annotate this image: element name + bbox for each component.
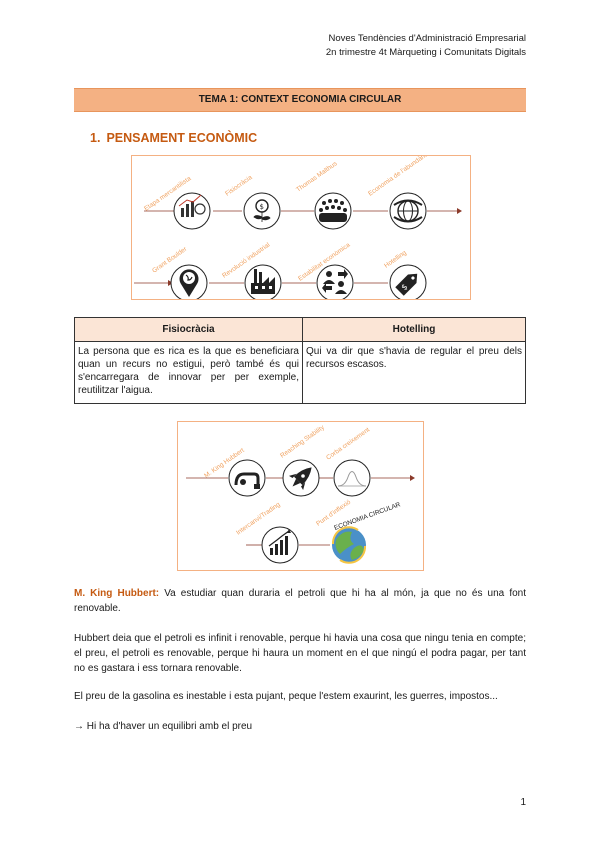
paragraph-fuel-price: El preu de la gasolina es inestable i es… (74, 691, 498, 702)
svg-text:$: $ (400, 282, 410, 292)
table-cell-fisiocracia: La persona que es rica es la que es bene… (74, 341, 303, 404)
economic-thought-diagram: Etapa mercantilista $ Fisiocràcia Thomas… (131, 155, 471, 300)
money-chart-icon (173, 192, 211, 230)
growth-chart-icon (261, 526, 299, 564)
plant-coin-icon: $ (243, 192, 281, 230)
label-fisiocracia: Fisiocràcia (224, 174, 254, 198)
header-line-1: Noves Tendències d'Administració Empresa… (328, 33, 526, 44)
hubbert-diagram: M. King Hubbert Reaching Stability Corba… (177, 421, 424, 571)
label-corba-creixement: Corba creixement (325, 426, 371, 461)
label-reaching-stability: Reaching Stability (279, 424, 326, 460)
factory-icon (244, 264, 282, 299)
comparison-table: Fisiocràcia Hotelling La persona que es … (74, 317, 526, 404)
page-number: 1 (520, 797, 526, 808)
people-exchange-icon (316, 264, 354, 299)
paragraph-hubbert-intro-text: Va estudiar quan duraria el petroli que … (74, 588, 526, 614)
svg-text:$: $ (260, 203, 264, 211)
paragraph-hubbert-intro: M. King Hubbert: Va estudiar quan durari… (74, 586, 526, 616)
price-tag-icon: $ (389, 264, 427, 299)
topic-banner: TEMA 1: CONTEXT ECONOMIA CIRCULAR (74, 88, 526, 112)
recycle-globe-icon (331, 526, 367, 564)
table-cell-hotelling: Qui va dir que s'havia de regular el pre… (302, 341, 526, 404)
section-heading: 1. PENSAMENT ECONÒMIC (90, 131, 263, 145)
table-header-hotelling: Hotelling (302, 317, 526, 342)
bell-curve-icon (333, 459, 371, 497)
header-line-2: 2n trimestre 4t Màrqueting i Comunitats … (325, 47, 526, 58)
rocket-icon (282, 459, 320, 497)
crowd-icon (314, 192, 352, 230)
table-header-fisiocracia: Fisiocràcia (74, 317, 303, 342)
paragraph-price-balance: → Hi ha d'haver un equilibri amb el preu (74, 721, 253, 732)
king-hubbert-name: M. King Hubbert: (74, 588, 160, 599)
paragraph-hubbert-theory: Hubbert deia que el petroli es infinit i… (74, 633, 526, 674)
fuel-pump-icon (228, 459, 266, 497)
section-title: PENSAMENT ECONÒMIC (106, 131, 258, 145)
page-header: Noves Tendències d'Administració Empresa… (326, 32, 526, 60)
label-thomas-malthus: Thomas Malthus (295, 160, 339, 194)
section-number: 1. (90, 131, 101, 145)
earth-pin-icon (170, 264, 208, 299)
globe-arrows-icon (389, 192, 427, 230)
label-economia-abundancia: Economia de l'abundància (367, 156, 434, 198)
table-row: La persona que es rica es la que es bene… (74, 341, 526, 404)
